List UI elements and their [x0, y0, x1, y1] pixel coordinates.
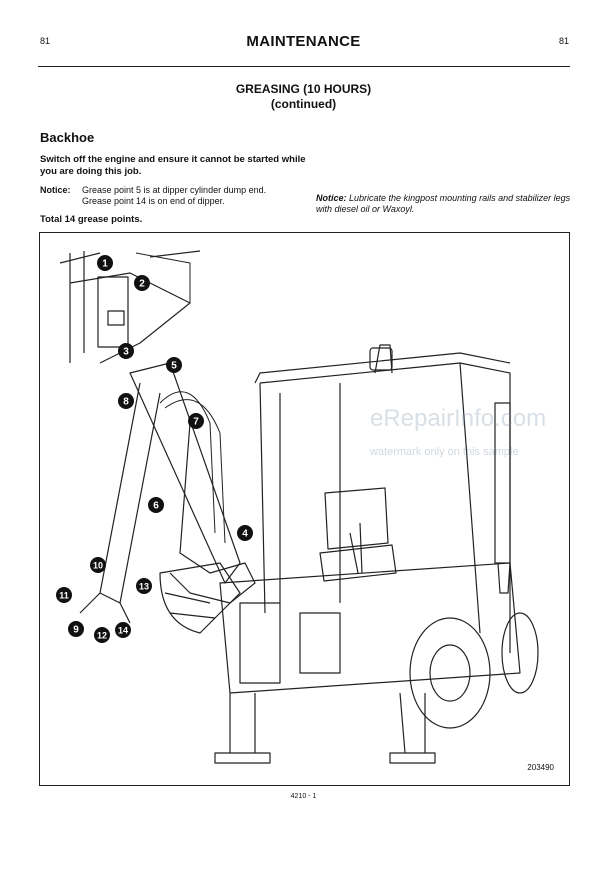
callout-12: 12 — [94, 627, 110, 643]
callout-2-label: 2 — [139, 279, 145, 290]
callout-3-label: 3 — [123, 347, 129, 358]
notice-left-label: Notice: — [40, 185, 71, 195]
header-rule — [38, 66, 570, 67]
notice-left-line1: Grease point 5 is at dipper cylinder dum… — [82, 185, 267, 195]
callout-4: 4 — [237, 525, 253, 541]
page-title: MAINTENANCE — [246, 33, 361, 50]
callout-7: 7 — [188, 413, 204, 429]
callout-14: 14 — [115, 622, 131, 638]
callout-11-label: 11 — [59, 591, 69, 601]
callout-2: 2 — [134, 275, 150, 291]
callout-12-label: 12 — [97, 631, 107, 641]
callout-1-label: 1 — [102, 259, 108, 270]
callout-8: 8 — [118, 393, 134, 409]
notice-left-line2: Grease point 14 is on end of dipper. — [82, 196, 225, 206]
callout-3: 3 — [118, 343, 134, 359]
subsection-title: Backhoe — [40, 130, 95, 145]
callout-6: 6 — [148, 497, 164, 513]
callout-1: 1 — [97, 255, 113, 271]
section-heading-line2: (continued) — [270, 97, 337, 111]
figure-code: 203490 — [527, 763, 554, 772]
callout-6-label: 6 — [153, 501, 159, 512]
callout-11: 11 — [56, 587, 72, 603]
callout-13-label: 13 — [139, 582, 149, 592]
callout-5-label: 5 — [171, 361, 177, 372]
backhoe-figure: 1 2 3 5 8 7 6 4 10 11 13 9 12 14 203490 — [39, 232, 570, 786]
callout-14-label: 14 — [118, 626, 128, 636]
callout-5: 5 — [166, 357, 182, 373]
backhoe-illustration: 1 2 3 5 8 7 6 4 10 11 13 9 12 14 — [56, 250, 539, 764]
notice-right-text: Lubricate the kingpost mounting rails an… — [316, 193, 571, 214]
callout-10-label: 10 — [93, 561, 103, 571]
page-footer: 4210 - 1 — [290, 793, 317, 800]
callout-9-label: 9 — [73, 625, 79, 636]
notice-right: Notice: Lubricate the kingpost mounting … — [316, 193, 576, 215]
notice-right-label: Notice: — [316, 193, 347, 203]
page-number-right: 81 — [558, 36, 569, 46]
callout-7-label: 7 — [193, 417, 199, 428]
callout-markers: 1 2 3 5 8 7 6 4 10 11 13 9 12 14 — [56, 255, 253, 643]
page-number-left: 81 — [40, 36, 51, 46]
watermark-line1: eRepairInfo.com — [370, 405, 547, 432]
total-grease-points: Total 14 grease points. — [40, 214, 143, 225]
section-heading-line1: GREASING (10 HOURS) — [235, 82, 372, 96]
safety-instruction: Switch off the engine and ensure it cann… — [40, 154, 306, 177]
watermark-line2: watermark only on this sample — [370, 446, 519, 458]
callout-4-label: 4 — [242, 529, 248, 540]
callout-13: 13 — [136, 578, 152, 594]
callout-9: 9 — [68, 621, 84, 637]
callout-10: 10 — [90, 557, 106, 573]
notice-left: Notice: Grease point 5 is at dipper cylin… — [40, 185, 266, 207]
section-heading: GREASING (10 HOURS) (continued) — [0, 82, 607, 112]
callout-8-label: 8 — [123, 397, 129, 408]
